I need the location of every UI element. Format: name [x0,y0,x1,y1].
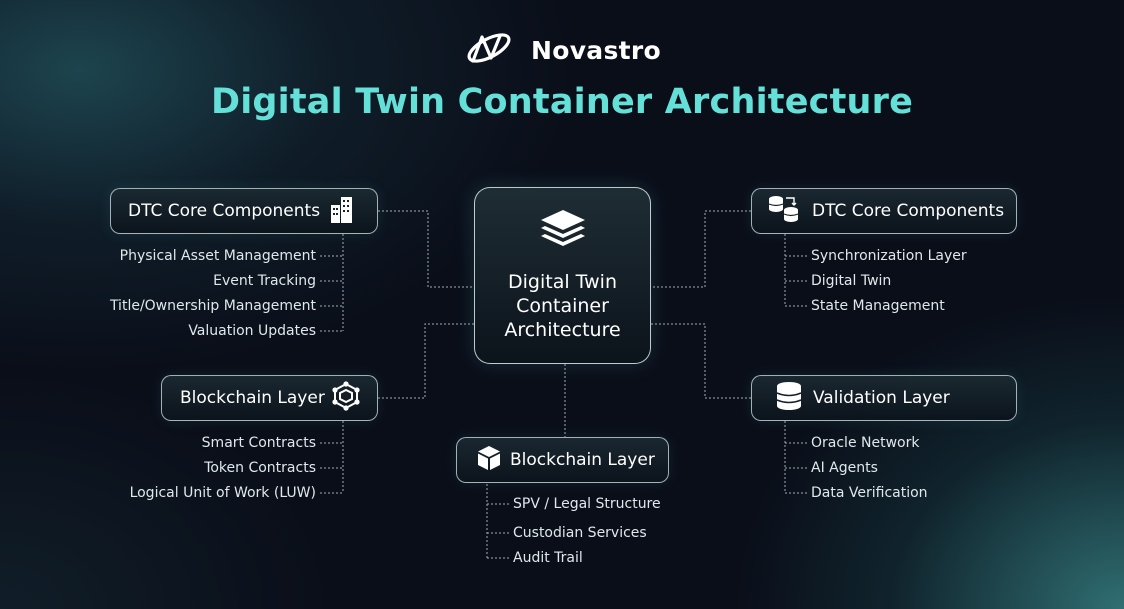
group-label: DTC Core Components [128,201,321,221]
group-label: DTC Core Components [812,201,1005,221]
network-cube-icon [331,380,361,416]
list-item: Synchronization Layer [811,248,967,264]
buildings-icon [329,195,355,228]
brand-name: Novastro [531,35,661,65]
list-item: Digital Twin [811,273,892,289]
novastro-logo-icon [463,28,521,72]
list-item: Event Tracking [213,273,316,289]
database-transfer-icon [768,195,800,228]
list-item: Logical Unit of Work (LUW) [129,485,316,501]
group-blockchain-left: Blockchain Layer [161,375,378,421]
cube-icon [477,445,501,476]
group-label: Validation Layer [813,388,950,408]
list-item: Oracle Network [811,435,920,451]
layers-icon [539,208,587,256]
group-label: Blockchain Layer [180,388,325,408]
group-blockchain-bottom: Blockchain Layer [456,437,669,483]
page-title: Digital Twin Container Architecture [210,82,914,122]
list-item: Title/Ownership Management [109,298,316,314]
database-icon [776,381,802,416]
list-item: State Management [811,298,945,314]
list-item: Physical Asset Management [119,248,316,264]
list-item: Valuation Updates [188,323,316,339]
brand-header: Novastro [0,30,1124,70]
group-validation: Validation Layer [751,375,1017,421]
center-title: Digital Twin Container Architecture [504,271,621,341]
list-item: AI Agents [811,460,878,476]
group-dtc-core-right: DTC Core Components [751,188,1017,234]
center-node: Digital Twin Container Architecture [474,187,651,364]
list-item: Token Contracts [204,460,316,476]
group-label: Blockchain Layer [510,450,655,470]
list-item: Custodian Services [513,525,647,541]
list-item: Audit Trail [513,550,583,566]
list-item: Data Verification [811,485,928,501]
list-item: Smart Contracts [201,435,316,451]
list-item: SPV / Legal Structure [513,496,661,512]
group-dtc-core-left: DTC Core Components [110,188,378,234]
